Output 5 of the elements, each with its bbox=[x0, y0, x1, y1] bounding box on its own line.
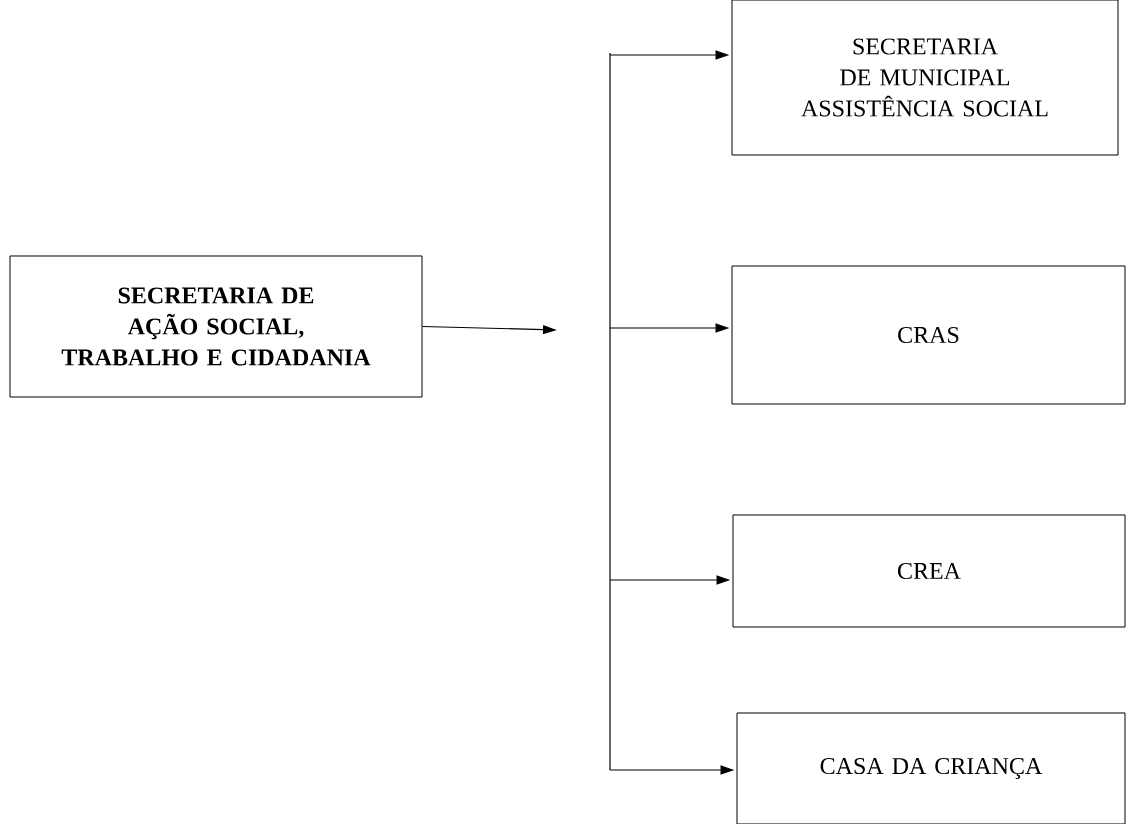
box: CASA DA CRIANÇA bbox=[736, 712, 1126, 824]
box: SECRETARIA DE AÇÃO SOCIAL, TRABALHO E CIDADANIA bbox=[9, 255, 423, 398]
box: SECRETARIA DE MUNICIPAL ASSISTÊNCIA SOCIAL bbox=[731, 0, 1119, 156]
box: CREA bbox=[732, 514, 1126, 628]
box: CRAS bbox=[731, 265, 1126, 405]
